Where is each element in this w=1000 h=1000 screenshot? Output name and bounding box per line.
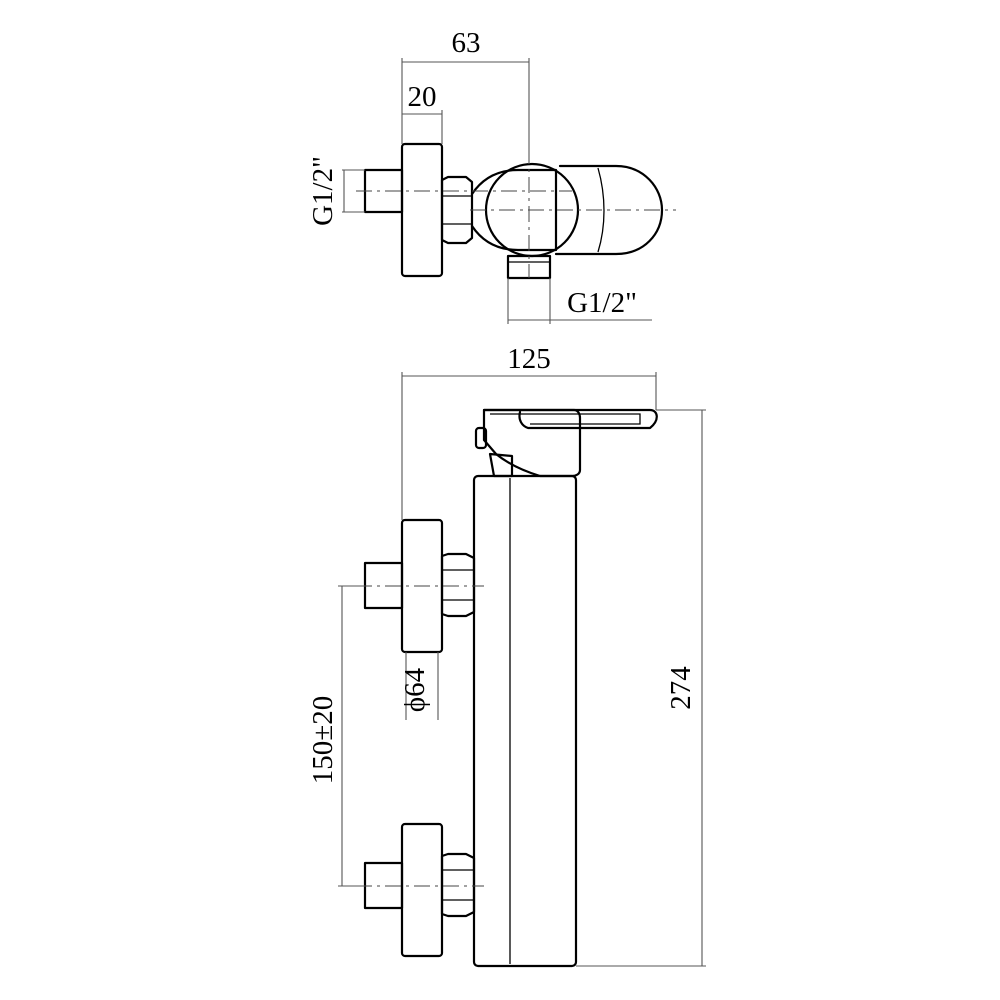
side-lever-knob — [474, 426, 488, 450]
dim-top-flange-thickness: 20 — [408, 81, 437, 113]
dim-top-outlet-thread: G1/2" — [567, 287, 637, 319]
side-lower-hex-nut — [440, 852, 476, 918]
dim-top-inlet-thread: G1/2" — [307, 156, 339, 226]
top-hex-nut — [440, 175, 474, 245]
side-main-body — [472, 474, 578, 968]
side-view: 125 274 ϕ64 150±20 — [307, 343, 706, 968]
dim-top-width: 63 — [452, 27, 481, 59]
top-lever-handle — [554, 164, 664, 256]
top-body-connector — [470, 168, 558, 252]
side-cartridge-neck — [488, 452, 514, 478]
side-upper-hex-nut — [440, 552, 476, 618]
dim-side-height: 274 — [665, 666, 697, 710]
dim-side-width: 125 — [507, 343, 551, 375]
dim-flange-diameter: ϕ64 — [399, 667, 431, 712]
side-lower-flange — [400, 822, 444, 958]
top-view: 63 20 G1/2" G1/2" — [307, 27, 676, 324]
top-wall-flange — [400, 142, 444, 278]
side-lever-body — [482, 408, 582, 478]
side-lever-handle — [482, 408, 658, 430]
dim-inlet-spacing: 150±20 — [307, 696, 339, 784]
